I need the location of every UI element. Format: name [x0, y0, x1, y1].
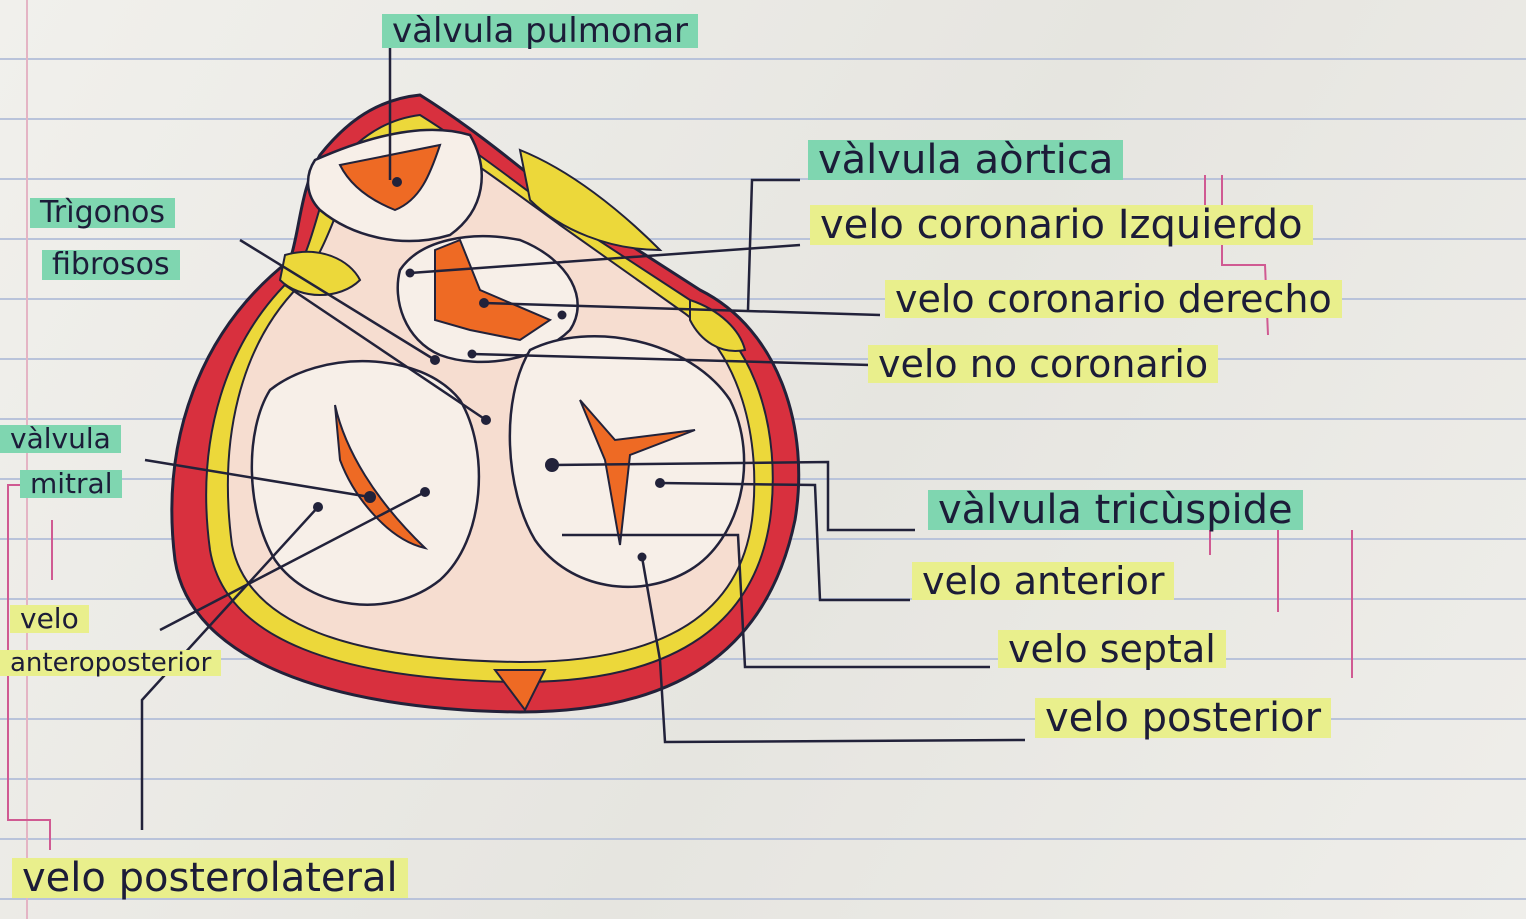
aortic-dot-3	[558, 311, 567, 320]
label-valvula-pulmonar: vàlvula pulmonar	[382, 14, 698, 48]
label-velo-anteroposterior-2: anteroposterior	[0, 650, 221, 676]
label-velo-no-coronario: velo no coronario	[868, 345, 1218, 383]
label-velo-posterolateral: velo posterolateral	[12, 858, 408, 898]
label-velo-coronario-derecho: velo coronario derecho	[885, 280, 1342, 318]
label-velo-posterior: velo posterior	[1035, 698, 1331, 738]
label-velo-anteroposterior-1: velo	[10, 605, 89, 633]
label-velo-anterior: velo anterior	[912, 562, 1174, 600]
label-trigonos-2: fibrosos	[42, 250, 180, 280]
label-valvula-mitral-2: mitral	[20, 470, 122, 498]
label-velo-coronario-izquierdo: velo coronario Izquierdo	[810, 205, 1313, 245]
label-trigonos-1: Trìgonos	[30, 198, 175, 228]
pulmonary-valve-dot	[392, 177, 402, 187]
label-valvula-tricuspide: vàlvula tricùspide	[928, 490, 1303, 530]
label-valvula-aortica: vàlvula aòrtica	[808, 140, 1123, 180]
label-valvula-mitral-1: vàlvula	[0, 425, 121, 453]
label-velo-septal: velo septal	[998, 630, 1226, 668]
